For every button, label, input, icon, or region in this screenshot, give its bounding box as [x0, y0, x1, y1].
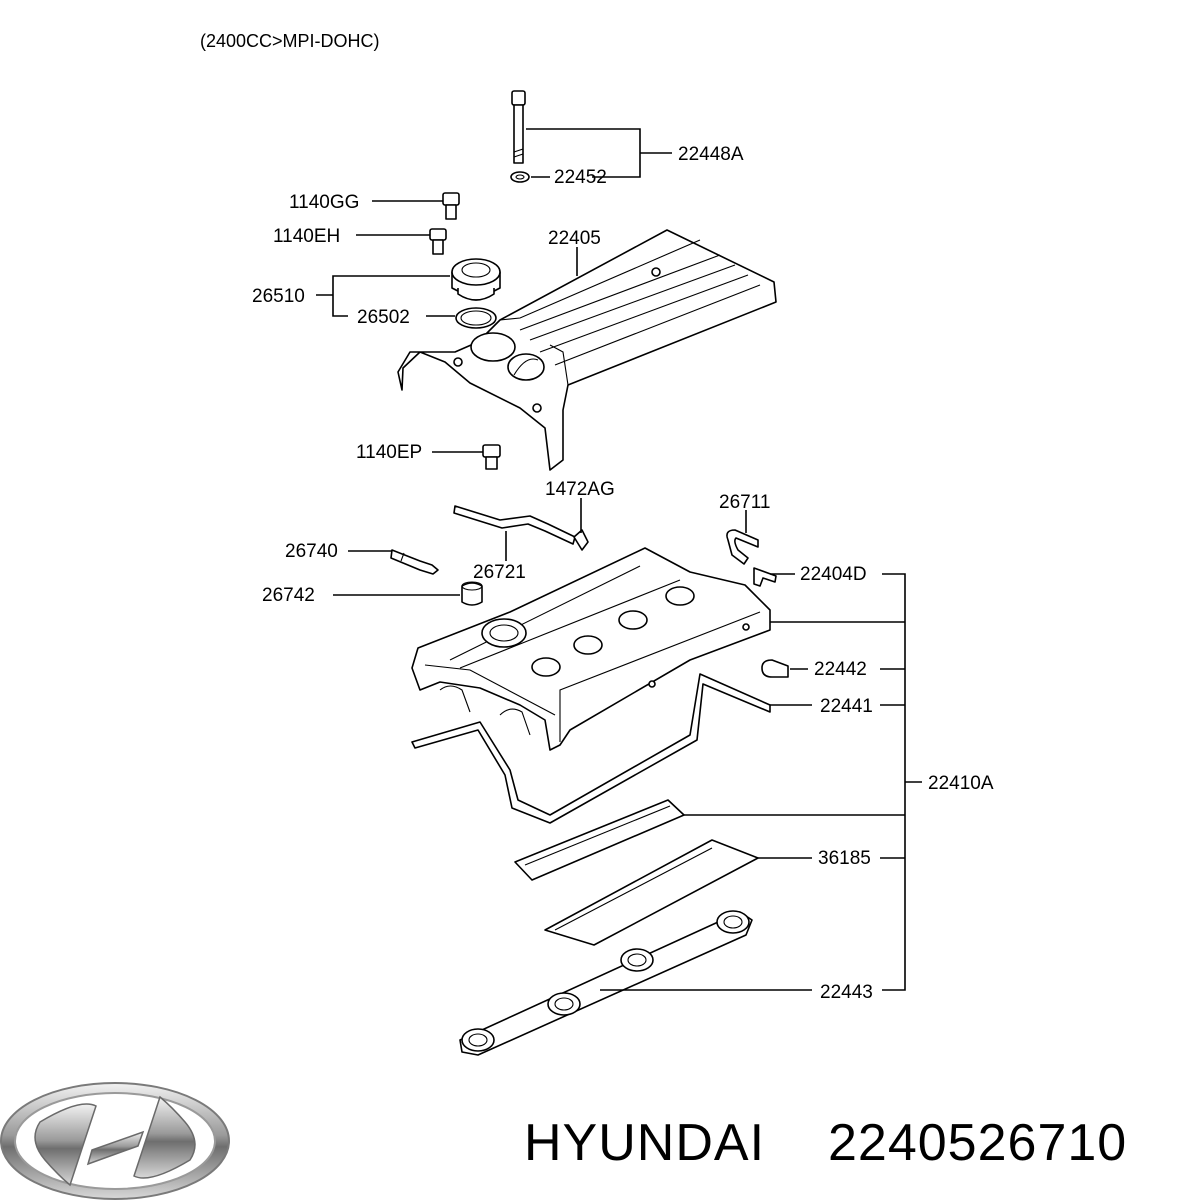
label-1140GG: 1140GG	[289, 192, 359, 213]
hyundai-logo-icon	[0, 1082, 230, 1200]
label-22441: 22441	[820, 696, 873, 717]
washer-22452-icon	[510, 171, 530, 183]
cap-22442-icon	[761, 659, 789, 678]
part-number: 2240526710	[828, 1114, 1127, 1172]
engine-caption: (2400CC>MPI-DOHC)	[200, 31, 380, 51]
engine-cover-22405-icon	[397, 229, 777, 471]
label-26711: 26711	[719, 492, 770, 513]
hose-26711-icon	[726, 529, 759, 565]
bolt-1140ep-icon	[482, 444, 501, 470]
bolt-1140gg-icon	[442, 192, 460, 220]
seal-26502-icon	[455, 307, 497, 329]
label-26740: 26740	[285, 541, 338, 562]
label-22452: 22452	[554, 167, 607, 188]
label-22443: 22443	[820, 982, 873, 1003]
bolt-22448a-icon	[511, 90, 526, 164]
grommet-26742-icon	[461, 581, 483, 606]
label-22404D: 22404D	[800, 564, 867, 585]
label-1140EH: 1140EH	[273, 226, 340, 247]
gasket-22441-icon	[411, 673, 771, 824]
oil-cap-26510-icon	[451, 258, 501, 301]
label-22405: 22405	[548, 228, 601, 249]
pipe-22404d-icon	[753, 567, 777, 587]
gasket-22443-icon	[459, 910, 753, 1056]
pcv-valve-26740-icon	[390, 549, 439, 575]
label-22442: 22442	[814, 659, 867, 680]
brand-name: HYUNDAI	[524, 1114, 765, 1172]
label-22448A: 22448A	[678, 144, 744, 165]
label-26721: 26721	[473, 562, 526, 583]
breather-hose-26721-icon	[453, 505, 576, 545]
label-26742: 26742	[262, 585, 315, 606]
bolt-1140eh-icon	[429, 228, 447, 255]
rocker-cover-icon	[411, 547, 771, 751]
label-22410A: 22410A	[928, 773, 994, 794]
label-36185: 36185	[818, 848, 871, 869]
label-26510: 26510	[252, 286, 305, 307]
label-1472AG: 1472AG	[545, 479, 615, 500]
clamp-1472ag-icon	[573, 529, 589, 551]
leader-22410a	[882, 573, 906, 991]
label-1140EP: 1140EP	[356, 442, 422, 463]
label-26502: 26502	[357, 307, 410, 328]
